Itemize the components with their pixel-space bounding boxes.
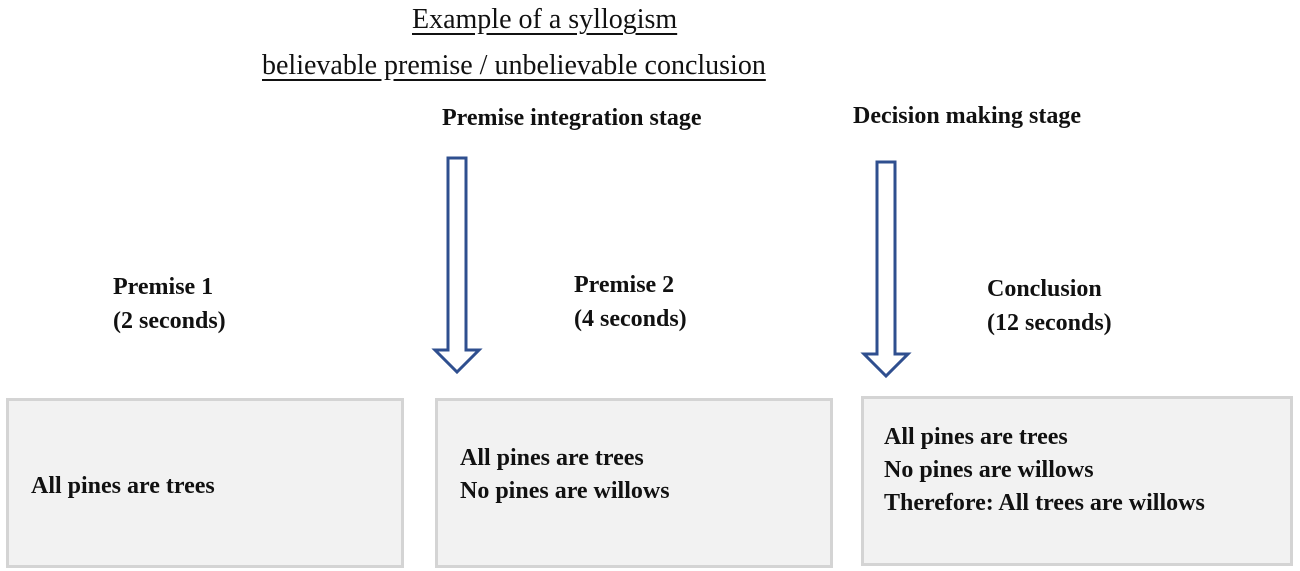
- step-duration: (12 seconds): [987, 310, 1112, 336]
- stage-label-integration: Premise integration stage: [442, 105, 702, 131]
- statement-line: All pines are trees: [31, 472, 215, 499]
- statement-line: No pines are willows: [460, 478, 670, 504]
- statement-line: No pines are willows: [884, 456, 1094, 483]
- step-label-premise-1: Premise 1 (2 seconds): [113, 270, 226, 338]
- statement-line: All pines are trees: [884, 423, 1068, 450]
- step-duration: (4 seconds): [574, 306, 687, 332]
- diagram-subtitle: believable premise / unbelievable conclu…: [262, 50, 766, 81]
- step-label-conclusion: Conclusion (12 seconds): [987, 272, 1112, 340]
- step-duration: (2 seconds): [113, 308, 226, 334]
- diagram-title: Example of a syllogism: [412, 4, 678, 35]
- premise-1-box: All pines are trees: [6, 398, 404, 568]
- down-arrow-icon: [860, 160, 912, 379]
- step-name: Premise 1: [113, 274, 214, 300]
- premise-2-box: All pines are trees No pines are willows: [435, 398, 833, 568]
- step-label-premise-2: Premise 2 (4 seconds): [574, 268, 687, 336]
- statement-line: All pines are trees: [460, 445, 644, 471]
- step-name: Conclusion: [987, 276, 1102, 302]
- statement-line: Therefore: All trees are willows: [884, 489, 1205, 516]
- stage-label-decision: Decision making stage: [853, 103, 1081, 129]
- down-arrow-icon: [431, 156, 483, 375]
- conclusion-box: All pines are trees No pines are willows…: [861, 396, 1293, 566]
- step-name: Premise 2: [574, 272, 675, 298]
